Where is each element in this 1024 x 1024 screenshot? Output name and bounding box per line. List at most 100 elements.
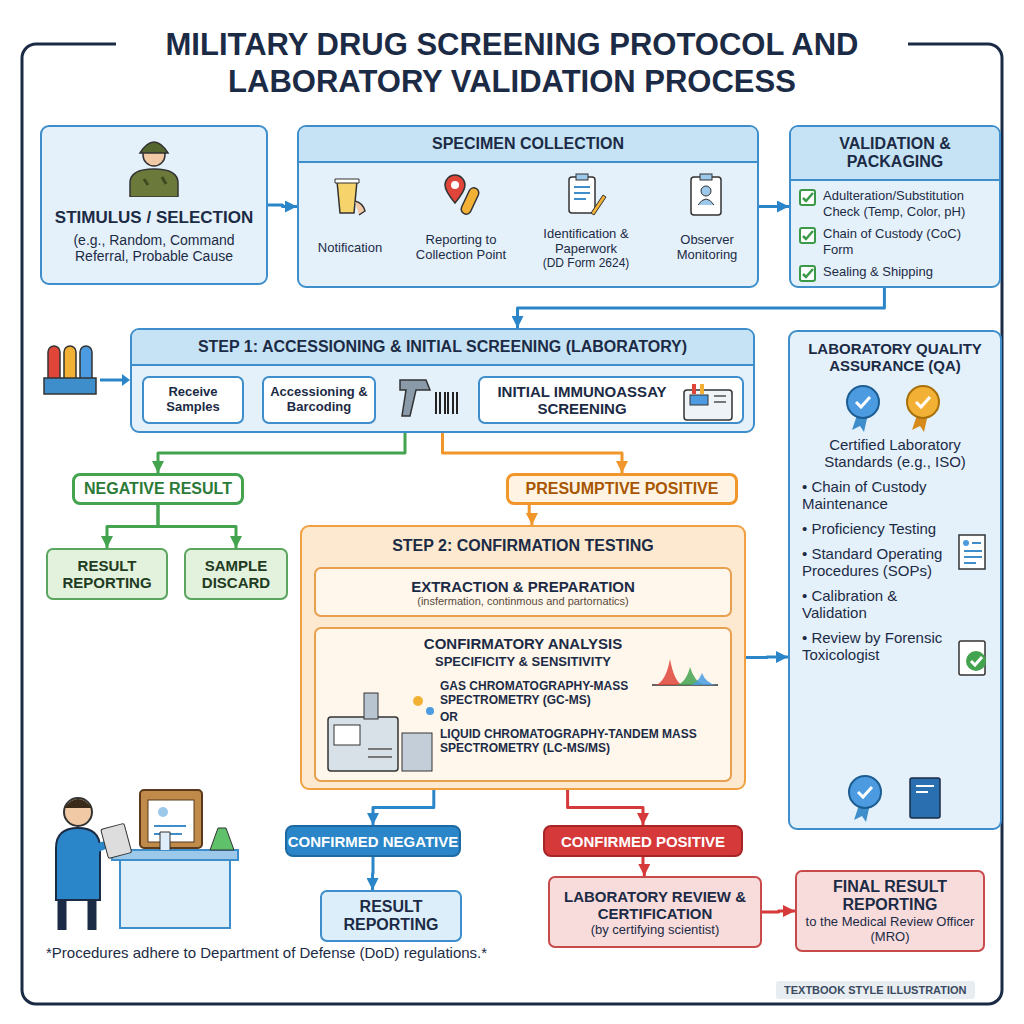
result-pill: CONFIRMED NEGATIVE xyxy=(285,825,461,857)
node-heading: NEGATIVE RESULT xyxy=(84,480,232,498)
outcome-box: RESULT REPORTING xyxy=(320,890,462,942)
title-wrap: MILITARY DRUG SCREENING PROTOCOL AND LAB… xyxy=(0,26,1024,100)
node-heading: SPECIMEN COLLECTION xyxy=(299,127,757,163)
screening-box: INITIAL IMMUNOASSAY SCREENING xyxy=(478,376,744,424)
node-heading: LABORATORY REVIEW & CERTIFICATION xyxy=(555,888,755,922)
node-text: SPECIFICITY & SENSITIVITY xyxy=(316,654,730,669)
review-box: LABORATORY REVIEW & CERTIFICATION(by cer… xyxy=(548,876,762,948)
node-heading: PRESUMPTIVE POSITIVE xyxy=(526,480,719,498)
flow-arrow xyxy=(371,857,374,890)
node-heading: Identification & Paperwork xyxy=(529,181,643,257)
observer-clipboard-icon xyxy=(687,173,727,217)
flow-arrow xyxy=(746,656,788,660)
node-text: GAS CHROMATOGRAPHY-MASS SPECTROMETRY (GC… xyxy=(440,679,722,707)
collection-step: Reporting to Collection Point xyxy=(411,171,511,281)
node-text: (by certifying scientist) xyxy=(591,922,720,937)
step1-panel: STEP 1: ACCESSIONING & INITIAL SCREENING… xyxy=(130,328,755,433)
flow-arrow xyxy=(568,790,643,825)
node-heading: RESULT REPORTING xyxy=(326,898,456,934)
soldier-icon xyxy=(124,133,184,197)
checklist-icon xyxy=(956,637,990,677)
node-heading: SAMPLE DISCARD xyxy=(190,557,282,591)
analyzer-icon xyxy=(682,382,734,422)
node-heading: EXTRACTION & PREPARATION xyxy=(411,578,635,595)
analysis-box: CONFIRMATORY ANALYSIS SPECIFICITY & SENSI… xyxy=(314,627,732,782)
outcome-box: RESULT REPORTING xyxy=(46,548,168,600)
node-text: Adulteration/Substitution Check (Temp, C… xyxy=(799,188,991,219)
node-text: Certified Laboratory Standards (e.g., IS… xyxy=(798,436,992,470)
node-text: • Calibration & Validation xyxy=(802,587,952,621)
flow-arrow xyxy=(643,857,644,876)
validation-panel: VALIDATION & PACKAGING Adulteration/Subst… xyxy=(789,125,1001,288)
node-heading: CONFIRMED POSITIVE xyxy=(561,833,725,850)
collection-step: Observer Monitoring xyxy=(661,171,753,281)
node-text: • Review by Forensic Toxicologist xyxy=(802,629,952,663)
location-pin-icon xyxy=(441,173,485,217)
lab-step-box: Accessioning & Barcoding xyxy=(262,376,376,424)
node-text: (DD Form 2624) xyxy=(543,257,630,271)
flow-arrow xyxy=(107,505,158,548)
outcome-box: SAMPLE DISCARD xyxy=(184,548,288,600)
flow-arrow xyxy=(268,205,297,207)
lab-step-box: Receive Samples xyxy=(142,376,244,424)
node-heading: RESULT REPORTING xyxy=(52,557,162,591)
chromatogram-peaks xyxy=(650,655,720,687)
flow-arrow xyxy=(518,288,885,328)
node-heading: CONFIRMATORY ANALYSIS xyxy=(316,629,730,652)
node-heading: LABORATORY QUALITY ASSURANCE (QA) xyxy=(790,332,1000,374)
clipboard-pencil-icon xyxy=(565,173,607,217)
watermark: TEXTBOOK STYLE ILLUSTRATION xyxy=(776,981,975,999)
flow-arrow xyxy=(762,911,795,912)
diagram-title: MILITARY DRUG SCREENING PROTOCOL AND LAB… xyxy=(116,26,908,100)
flow-arrow xyxy=(759,205,789,208)
node-heading: Observer Monitoring xyxy=(661,189,753,263)
certification-badges xyxy=(838,382,948,432)
flow-arrow xyxy=(443,433,623,473)
final-box: FINAL RESULT REPORTINGto the Medical Rev… xyxy=(795,870,985,952)
node-text: OR xyxy=(440,710,722,724)
trigger-box: STIMULUS / SELECTION (e.g., Random, Comma… xyxy=(40,125,268,285)
node-heading: STEP 1: ACCESSIONING & INITIAL SCREENING… xyxy=(132,330,753,366)
node-text: (insfermation, continmous and partornati… xyxy=(417,595,629,607)
node-heading: CONFIRMED NEGATIVE xyxy=(288,833,459,850)
flow-arrow xyxy=(158,505,236,548)
technician-figure xyxy=(56,790,238,930)
node-text: LIQUID CHROMATOGRAPHY-TANDEM MASS SPECTR… xyxy=(440,727,722,755)
node-heading: FINAL RESULT REPORTING xyxy=(802,878,978,914)
node-heading: STEP 2: CONFIRMATION TESTING xyxy=(302,527,744,559)
page-frame xyxy=(22,44,1002,1004)
node-text: • Standard Operating Procedures (SOPs) xyxy=(802,545,952,579)
badge-book-icons xyxy=(840,772,950,824)
gcms-instrument-icon xyxy=(324,687,436,775)
step2-panel: STEP 2: CONFIRMATION TESTING EXTRACTION &… xyxy=(300,525,746,790)
node-heading: INITIAL IMMUNOASSAY SCREENING xyxy=(484,383,738,417)
node-text: (e.g., Random, Command Referral, Probabl… xyxy=(50,232,258,264)
result-pill: NEGATIVE RESULT xyxy=(72,473,244,505)
result-pill: CONFIRMED POSITIVE xyxy=(543,825,743,857)
node-text: • Chain of Custody Maintenance xyxy=(802,478,952,512)
flow-arrow xyxy=(373,790,434,825)
prep-box: EXTRACTION & PREPARATION(insfermation, c… xyxy=(314,567,732,617)
collection-panel: SPECIMEN COLLECTION Notification Reporti… xyxy=(297,125,759,288)
document-icon xyxy=(956,532,990,572)
footnote: *Procedures adhere to Department of Defe… xyxy=(46,944,487,961)
node-heading: VALIDATION & PACKAGING xyxy=(791,127,999,181)
cup-icon xyxy=(329,175,369,217)
test-tubes xyxy=(44,346,130,394)
qa-panel: LABORATORY QUALITY ASSURANCE (QA) Certifi… xyxy=(788,330,1002,830)
node-text: Chain of Custody (CoC) Form xyxy=(799,226,991,257)
collection-step: Identification & Paperwork(DD Form 2624) xyxy=(529,171,643,281)
flow-arrow xyxy=(529,505,532,525)
node-heading: Reporting to Collection Point xyxy=(411,189,511,263)
node-heading: Notification xyxy=(318,197,382,256)
flow-arrow xyxy=(158,433,405,473)
node-heading: Receive Samples xyxy=(148,385,238,415)
node-text: to the Medical Review Officer (MRO) xyxy=(802,914,978,944)
node-heading: Accessioning & Barcoding xyxy=(268,385,370,415)
node-text: Sealing & Shipping xyxy=(799,264,991,280)
node-text: • Proficiency Testing xyxy=(802,520,952,537)
node-heading: STIMULUS / SELECTION xyxy=(55,208,253,228)
collection-step: Notification xyxy=(307,171,393,281)
barcode-scanner-icon xyxy=(394,374,464,424)
result-pill: PRESUMPTIVE POSITIVE xyxy=(506,473,738,505)
